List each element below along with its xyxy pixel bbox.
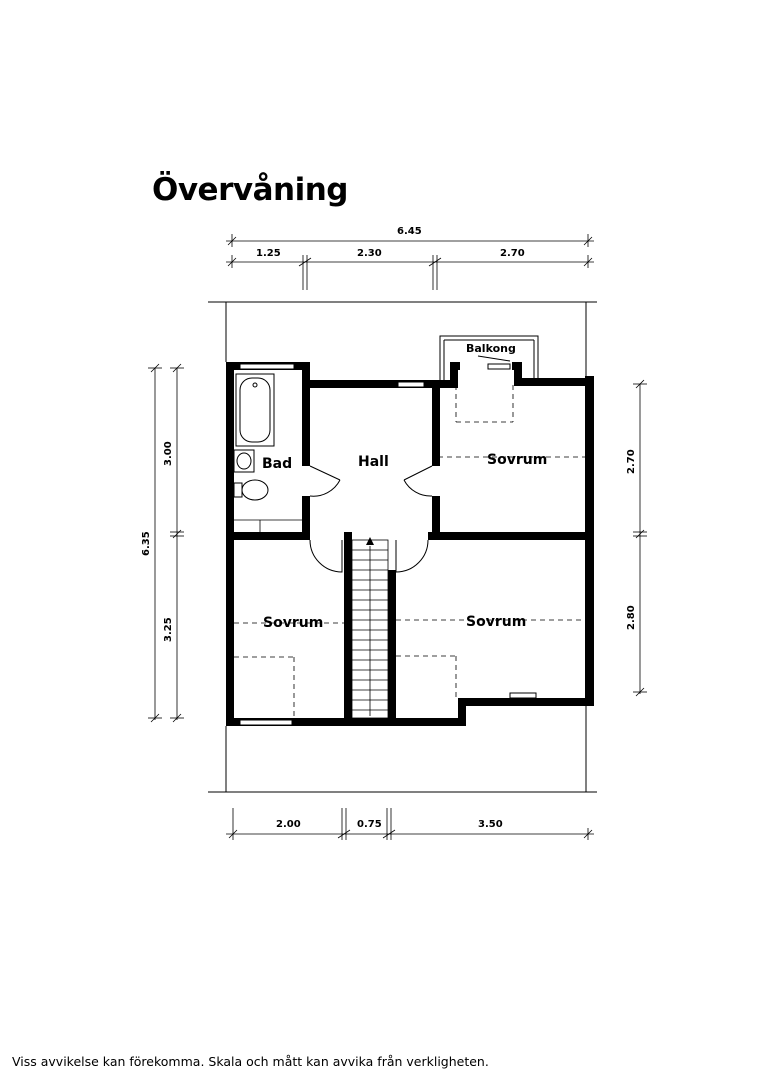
- dim-top-1: 1.25: [256, 248, 281, 259]
- dim-bottom-3: 3.50: [478, 819, 503, 830]
- dim-left-total: 6.35: [141, 531, 152, 556]
- slope-lines: [234, 385, 585, 718]
- roof-outline: [208, 301, 597, 793]
- stair-arrow-icon: [366, 537, 374, 545]
- bath-counter: [234, 519, 302, 532]
- room-label-sovrum-lower-left: Sovrum: [263, 615, 323, 631]
- dim-top-total: 6.45: [397, 226, 422, 237]
- sink-icon: [233, 449, 255, 473]
- dimension-lines: [148, 234, 647, 840]
- walls: [226, 362, 594, 726]
- windows: [239, 363, 537, 726]
- dim-right-upper: 2.70: [626, 449, 637, 474]
- dim-bottom-2: 0.75: [357, 819, 382, 830]
- room-label-sovrum-lower-right: Sovrum: [466, 614, 526, 630]
- dim-right-lower: 2.80: [626, 605, 637, 630]
- bathtub-icon: [235, 373, 275, 447]
- room-label-bad: Bad: [262, 456, 292, 472]
- room-label-hall: Hall: [358, 454, 389, 470]
- disclaimer-text: Viss avvikelse kan förekomma. Skala och …: [12, 1054, 489, 1069]
- balcony-railing: [439, 335, 539, 380]
- dim-top-2: 2.30: [357, 248, 382, 259]
- doors: [309, 465, 433, 573]
- staircase: [351, 539, 389, 719]
- room-label-sovrum-upper-right: Sovrum: [487, 452, 547, 468]
- dim-left-lower: 3.25: [163, 617, 174, 642]
- dim-bottom-1: 2.00: [276, 819, 301, 830]
- page-title: Övervåning: [152, 172, 348, 208]
- dim-left-upper: 3.00: [163, 441, 174, 466]
- toilet-icon: [233, 479, 269, 501]
- room-label-balkong: Balkong: [466, 342, 516, 355]
- dim-top-3: 2.70: [500, 248, 525, 259]
